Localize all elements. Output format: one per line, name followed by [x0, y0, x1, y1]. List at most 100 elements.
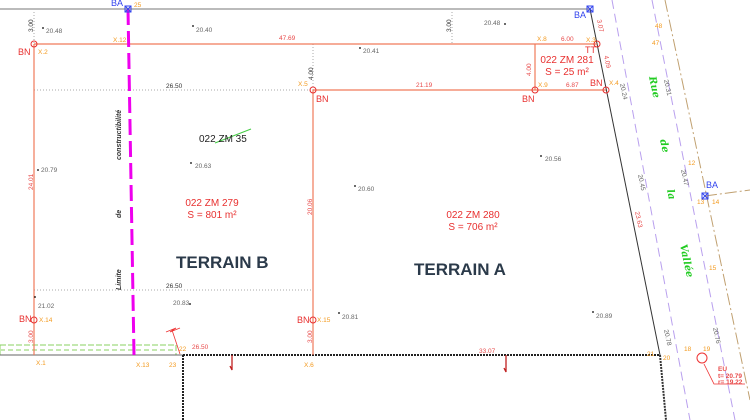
dim-3-00-b: 3.00: [446, 19, 453, 32]
elev-20-31: 20.31: [662, 79, 672, 97]
elevation-dots: [34, 23, 594, 314]
wall-arrow-icon: [229, 355, 507, 373]
limit-word-limite: Limite: [116, 269, 123, 290]
point-x4: X.4: [609, 80, 619, 87]
sewer-manhole-icon: [696, 352, 708, 364]
parcel-zm279-area: S = 801 m²: [187, 210, 237, 221]
dim-4-09: 4.09: [602, 55, 612, 69]
dim-3-00-c: 3.00: [28, 330, 35, 343]
station-47: 47: [652, 40, 660, 47]
east-boundary: [589, 8, 661, 356]
dim-26-50-a: 26.50: [166, 83, 183, 90]
point-x15: X.15: [317, 317, 331, 324]
dim-4-00-b: 4.00: [526, 63, 533, 76]
street-lines: [611, 0, 750, 420]
station-19: 19: [703, 346, 711, 353]
parcel-zm280-ref: 022 ZM 280: [446, 210, 500, 221]
dim-6-87: 6.87: [566, 82, 579, 89]
elev-20-79: 20.79: [41, 167, 58, 174]
dim-26-50-c: 26.50: [192, 344, 209, 351]
point-x5: X.5: [298, 81, 308, 88]
station-18: 18: [684, 346, 692, 353]
station-23: 23: [169, 362, 177, 369]
dim-3-07: 3.07: [595, 19, 605, 33]
elev-20-48-b: 20.48: [484, 20, 501, 27]
ba-marker-icon: [124, 5, 709, 200]
dim-3-00-d: 3.00: [307, 330, 314, 343]
limit-word-constructibilite: constructibilité: [116, 110, 123, 160]
ba-25: BA: [111, 0, 123, 8]
dim-4-00-a: 4.00: [308, 67, 315, 80]
point-x3: X.3: [586, 37, 596, 44]
point-x9: X.9: [538, 82, 548, 89]
ba-top-right: BA: [574, 10, 586, 20]
elev-20-40: 20.40: [196, 27, 213, 34]
street-word-de: de: [657, 138, 671, 153]
station-25: 25: [134, 2, 142, 9]
bn-marker-icon: [30, 40, 610, 324]
elev-20-41: 20.41: [363, 48, 380, 55]
station-14: 14: [712, 199, 720, 206]
bn-x14: BN: [19, 314, 32, 324]
elev-20-78: 20.78: [662, 329, 672, 347]
station-48: 48: [655, 23, 663, 30]
elev-20-83: 20.83: [173, 300, 190, 307]
point-x13: X.13: [136, 362, 150, 369]
zm35-strike: [214, 128, 252, 144]
point-x6: X.6: [304, 362, 314, 369]
east-boundary-lower: [659, 354, 667, 420]
dim-3-00-a: 3.00: [28, 19, 35, 32]
sewer-t: t= 20.79: [718, 373, 742, 380]
terrain-b-label: TERRAIN B: [176, 253, 269, 272]
dim-47-69: 47.69: [279, 35, 296, 42]
tt-x3: TT: [585, 45, 596, 55]
point-x14: X.14: [39, 317, 53, 324]
elev-20-81: 20.81: [342, 314, 359, 321]
bn-x4: BN: [590, 78, 603, 88]
elev-20-56: 20.56: [545, 156, 562, 163]
bn-x9: BN: [522, 94, 535, 104]
sewer-label: EU: [718, 366, 727, 373]
setback-lines: [33, 12, 453, 291]
elev-20-89: 20.89: [596, 313, 613, 320]
station-22: 22: [179, 346, 187, 353]
bn-x15: BN: [297, 315, 310, 325]
elev-20-47: 20.47: [679, 169, 689, 187]
elev-20-60: 20.60: [358, 186, 375, 193]
constructibility-limit-line: [126, 8, 136, 356]
dim-24-01: 24.01: [28, 173, 35, 190]
parcel-zm280-area: S = 706 m²: [448, 222, 498, 233]
elev-20-48-a: 20.48: [46, 28, 63, 35]
point-x1: X.1: [36, 360, 46, 367]
point-x8: X.8: [537, 36, 547, 43]
vegetation-hatch: [0, 344, 177, 356]
limit-word-de: de: [116, 210, 123, 218]
dim-21-19: 21.19: [416, 82, 433, 89]
dim-23-63: 23.63: [633, 211, 643, 229]
elev-20-24: 20.24: [618, 83, 628, 101]
street-word-la: la: [664, 188, 677, 200]
station-21: 21: [647, 351, 655, 358]
elev-20-76: 20.76: [711, 327, 721, 345]
ba-14: BA: [706, 180, 718, 190]
new-boundaries: [33, 43, 606, 355]
dim-6-00: 6.00: [561, 36, 574, 43]
elev-20-63: 20.63: [195, 163, 212, 170]
point-x2: X.2: [38, 49, 48, 56]
terrain-a-label: TERRAIN A: [414, 260, 506, 279]
elev-20-45: 20.45: [636, 174, 646, 192]
parcel-zm279-ref: 022 ZM 279: [185, 198, 239, 209]
dim-20-06: 20.06: [307, 198, 314, 215]
station-12: 12: [688, 160, 696, 167]
sewer-r: r= 19.22: [718, 379, 743, 386]
elev-21-02: 21.02: [38, 303, 55, 310]
street-word-vallee: Vallée: [677, 243, 695, 278]
parcel-zm35: 022 ZM 35: [199, 134, 247, 145]
bn-x5: BN: [316, 94, 329, 104]
station-20: 20: [663, 355, 671, 362]
parcel-zm281-area: S = 25 m²: [545, 67, 589, 78]
street-word-rue: Rue: [646, 74, 662, 99]
dim-33-07: 33.07: [479, 348, 496, 355]
point-x12: X.12: [113, 37, 127, 44]
